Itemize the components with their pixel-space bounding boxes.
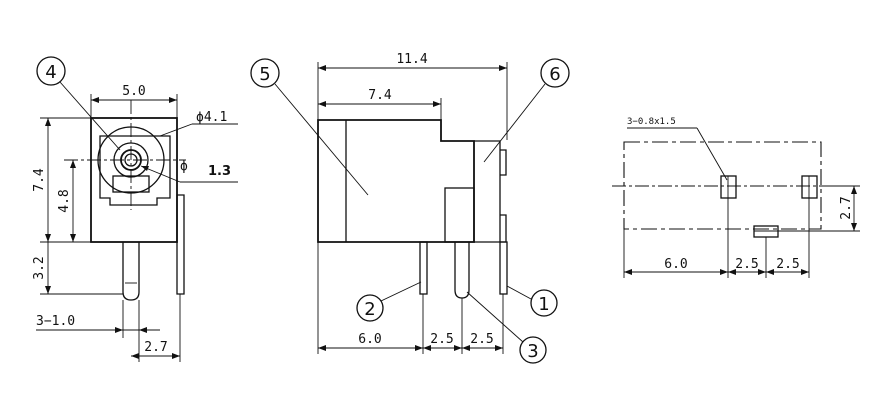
dim-hole-inner-symbol: ϕ bbox=[180, 159, 188, 174]
dim-hole-outer: ϕ4.1 bbox=[196, 110, 227, 125]
callout-3-label: 3 bbox=[527, 341, 538, 362]
dim-hole-inner: 1.3 bbox=[208, 164, 231, 179]
callout-2 bbox=[356, 294, 384, 322]
pcb-slot-2 bbox=[720, 175, 737, 199]
side-pin-3 bbox=[454, 242, 470, 299]
callout-6-label: 6 bbox=[549, 64, 560, 85]
dim-pcb-pitch-a: 6.0 bbox=[664, 257, 687, 272]
dim-front-height: 7.4 bbox=[32, 168, 47, 192]
callout-4 bbox=[36, 56, 66, 86]
dim-pcb-pitch-c: 2.5 bbox=[776, 257, 799, 272]
front-side-tab bbox=[176, 194, 185, 295]
callout-5 bbox=[250, 58, 280, 88]
side-inner-block bbox=[444, 187, 475, 243]
dim-side-pitch-c: 2.5 bbox=[470, 332, 493, 347]
side-right-lug bbox=[500, 149, 507, 243]
side-body bbox=[317, 119, 475, 243]
dim-pcb-offset: 2.7 bbox=[839, 196, 854, 219]
dim-pcb-pitch-b: 2.5 bbox=[735, 257, 758, 272]
dim-pin-width: 3−1.0 bbox=[36, 314, 75, 329]
pcb-slot-1 bbox=[801, 175, 818, 199]
front-pin bbox=[122, 242, 140, 301]
dim-side-body: 7.4 bbox=[368, 88, 392, 103]
callout-3 bbox=[519, 336, 547, 364]
callout-1-label: 1 bbox=[538, 294, 549, 315]
dim-front-width: 5.0 bbox=[122, 84, 145, 99]
front-body bbox=[90, 117, 178, 243]
dim-side-total: 11.4 bbox=[396, 52, 427, 67]
side-view: 11.4 7.4 6.0 2.5 2.5 5 6 2 bbox=[250, 52, 570, 364]
dim-front-center-height: 4.8 bbox=[57, 189, 72, 212]
callout-5-label: 5 bbox=[259, 64, 270, 85]
dim-side-pitch-a: 6.0 bbox=[358, 332, 381, 347]
callout-6 bbox=[540, 58, 570, 88]
pcb-outline bbox=[623, 141, 822, 230]
pcb-layout: 3−0.8x1.5 6.0 2.5 2.5 2.7 bbox=[612, 117, 860, 278]
dim-pin-spacing: 2.7 bbox=[144, 340, 167, 355]
pcb-slot-3 bbox=[753, 225, 779, 238]
side-pin-2 bbox=[419, 241, 428, 295]
dim-pin-length: 3.2 bbox=[32, 256, 47, 279]
dim-side-pitch-b: 2.5 bbox=[430, 332, 453, 347]
front-inner-face bbox=[99, 135, 171, 206]
pcb-slot-label: 3−0.8x1.5 bbox=[627, 117, 676, 127]
callout-1 bbox=[530, 289, 558, 317]
callout-4-label: 4 bbox=[45, 62, 56, 83]
front-view: 5.0 ϕ4.1 ϕ 1.3 7.4 4.8 3.2 3−1.0 bbox=[32, 56, 238, 362]
callout-2-label: 2 bbox=[364, 299, 375, 320]
side-pin-1 bbox=[499, 241, 508, 295]
